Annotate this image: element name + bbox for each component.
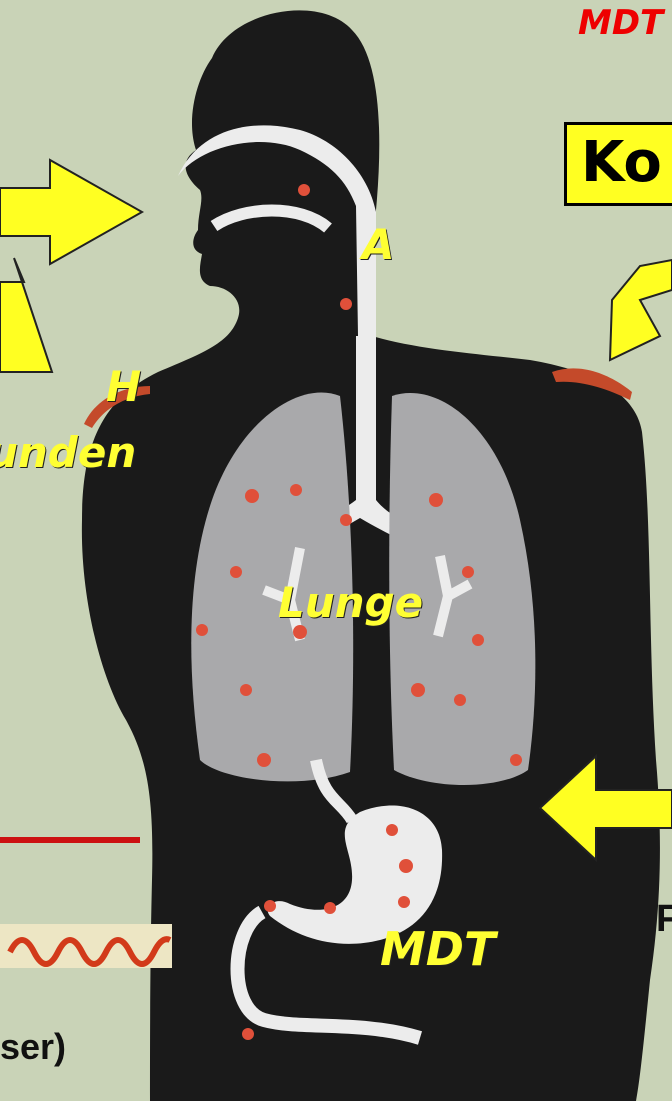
infection-spot	[411, 683, 425, 697]
infection-spot	[462, 566, 474, 578]
infection-spot	[290, 484, 302, 496]
infection-spot	[257, 753, 271, 767]
infection-spot	[264, 900, 276, 912]
infection-spot	[386, 824, 398, 836]
infection-spot	[398, 896, 410, 908]
infection-spot	[454, 694, 466, 706]
infection-spot	[298, 184, 310, 196]
infection-spot	[399, 859, 413, 873]
infection-spot	[340, 298, 352, 310]
f-label: F	[656, 898, 672, 941]
lunge-label: Lunge	[278, 582, 423, 624]
a-label: A	[362, 224, 395, 266]
infection-spot	[230, 566, 242, 578]
ko-label-box: Ko	[564, 122, 672, 206]
infection-spot	[245, 489, 259, 503]
infection-spot	[240, 684, 252, 696]
mdt-top-label: MDT	[578, 6, 663, 40]
infection-spot	[242, 1028, 254, 1040]
ko-label: Ko	[581, 135, 662, 191]
infection-spot	[196, 624, 208, 636]
ser-label: ser)	[0, 1026, 66, 1068]
infection-spot	[510, 754, 522, 766]
arrow-icon	[0, 258, 52, 372]
arrow-icon	[610, 260, 672, 360]
infection-spot	[293, 625, 307, 639]
infection-spot	[472, 634, 484, 646]
wunden-label: unden	[0, 432, 136, 474]
infection-spot	[340, 514, 352, 526]
infection-spot	[429, 493, 443, 507]
arrow-icon	[0, 160, 142, 264]
infection-spot	[324, 902, 336, 914]
h-label: H	[106, 366, 141, 408]
mdt-label: MDT	[380, 926, 495, 972]
